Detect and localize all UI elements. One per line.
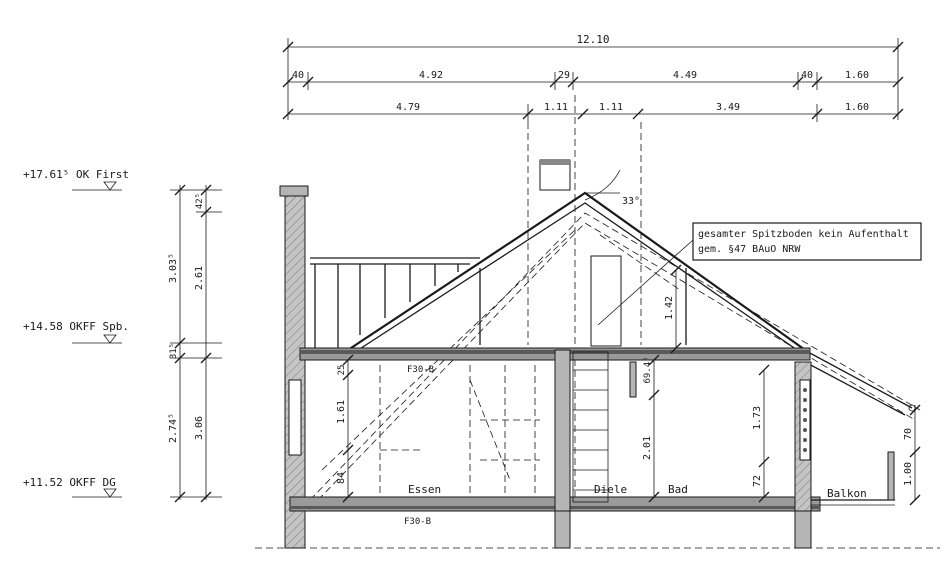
dim-row2-1: 40 xyxy=(292,70,304,81)
dim-left-outer-1: 3.03⁵ xyxy=(168,253,179,283)
room-balkon: Balkon xyxy=(827,487,867,500)
level-markers: +17.61⁵ OK First +14.58 OKFF Spb. +11.52… xyxy=(23,168,129,498)
dim-left-outer-3: 2.74⁵ xyxy=(168,413,179,443)
dim-row3-3: 1.11 xyxy=(599,102,623,113)
dim-bath-sill: 72 xyxy=(752,475,763,487)
dim-overall: 12.10 xyxy=(576,33,609,46)
room-labels: Essen Diele Bad Balkon xyxy=(408,483,867,500)
dimension-chains-top: 12.10 40 4.92 29 4.49 40 1.60 xyxy=(282,33,904,122)
room-bad: Bad xyxy=(668,483,688,496)
dim-left-inner-2: 2.61 xyxy=(194,266,205,290)
dim-bath-height: 1.73 xyxy=(752,406,763,430)
annotation-line-1: gesamter Spitzboden kein Aufenthalt xyxy=(698,229,909,240)
dim-attic-height: 1.42 xyxy=(664,296,675,320)
dim-clear-height: 2.01 xyxy=(642,436,653,460)
dimension-chains-left: 3.03⁵ 31⁵ 2.74⁵ 42⁵ 2.61 3.06 xyxy=(168,184,222,503)
building-section: 33° F30-B F30-B xyxy=(255,95,940,549)
dim-row3-5: 1.60 xyxy=(845,102,869,113)
annotation-callout: gesamter Spitzboden kein Aufenthalt gem.… xyxy=(597,222,922,326)
level-attic: +14.58 OKFF Spb. xyxy=(23,320,129,333)
roof-angle: 33° xyxy=(622,196,640,207)
dim-eaves-b: 1.61 xyxy=(336,400,347,424)
dim-row3-1: 4.79 xyxy=(396,102,420,113)
dim-row2-2: 4.92 xyxy=(419,70,443,81)
dim-left-inner-1: 42⁵ xyxy=(195,193,205,209)
dim-row3-4: 3.49 xyxy=(716,102,740,113)
fire-rating-lower: F30-B xyxy=(404,517,431,527)
dim-beam: 69.4⁵ xyxy=(643,356,653,383)
dim-row2-4: 4.49 xyxy=(673,70,697,81)
dim-left-outer-2: 31⁵ xyxy=(169,343,179,359)
fire-rating-upper: F30-B xyxy=(407,365,434,375)
dim-balcony-a: 70 xyxy=(903,428,914,440)
dim-row2-6: 1.60 xyxy=(845,70,869,81)
room-essen: Essen xyxy=(408,483,441,496)
dim-row3-2: 1.11 xyxy=(544,102,568,113)
dim-balcony-b: 1.00 xyxy=(903,462,914,486)
dim-left-inner-3: 3.06 xyxy=(194,416,205,440)
dim-row2-3: 29 xyxy=(558,70,570,81)
room-diele: Diele xyxy=(594,483,627,496)
dim-eaves-c: 84 xyxy=(336,472,347,484)
annotation-line-2: gem. §47 BAuO NRW xyxy=(698,244,801,255)
dim-eaves-a: 25 xyxy=(337,365,347,376)
dimensions-interior: 1.42 25 1.61 84 69.4⁵ 2.01 1.73 72 70 1.… xyxy=(336,264,921,506)
dim-row2-5: 40 xyxy=(801,70,813,81)
level-ridge: +17.61⁵ OK First xyxy=(23,168,129,181)
level-floor: +11.52 OKFF DG xyxy=(23,476,116,489)
